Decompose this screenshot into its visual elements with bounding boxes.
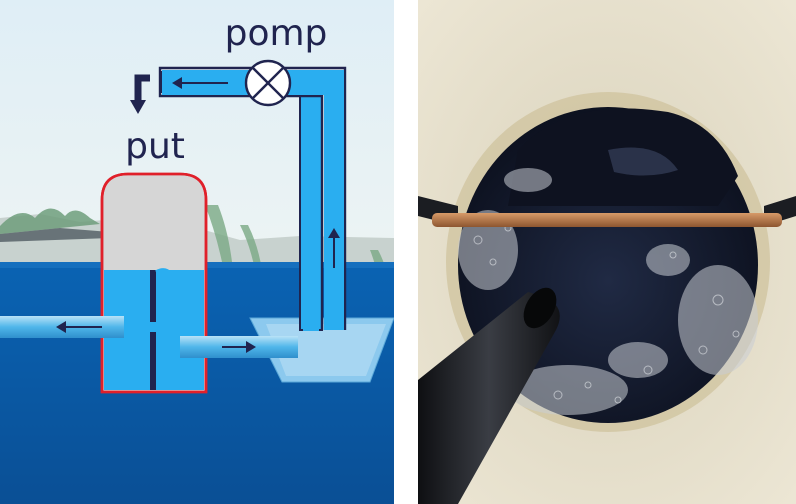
riser-pipe-outline	[158, 66, 347, 330]
riser-pipe-body	[324, 70, 344, 330]
dark-shoreline	[0, 228, 110, 242]
well-label: put	[125, 126, 185, 167]
copper-pipe-icon	[432, 213, 782, 227]
reflection	[608, 147, 678, 176]
hose-icon	[418, 292, 560, 504]
inflow-stream	[155, 268, 182, 301]
flow-arrow-head-left	[172, 77, 182, 89]
pump-well-diagram: pomp put	[0, 0, 394, 504]
riser-pipe-fill	[303, 95, 319, 331]
pump-icon	[244, 59, 292, 107]
outlet-arrow-icon	[130, 74, 150, 114]
vegetation-strip	[0, 208, 100, 234]
well-photo	[418, 0, 796, 504]
right-pipe-arrow-head	[246, 341, 256, 353]
foam-bubbles	[473, 224, 740, 404]
flow-arrow-head-up	[328, 228, 340, 238]
left-pipe-arrow-head	[56, 321, 66, 333]
hose-opening	[523, 287, 557, 329]
foam-icon	[458, 168, 758, 415]
pump-label: pomp	[225, 13, 328, 54]
well-outline-overlay	[100, 172, 208, 394]
